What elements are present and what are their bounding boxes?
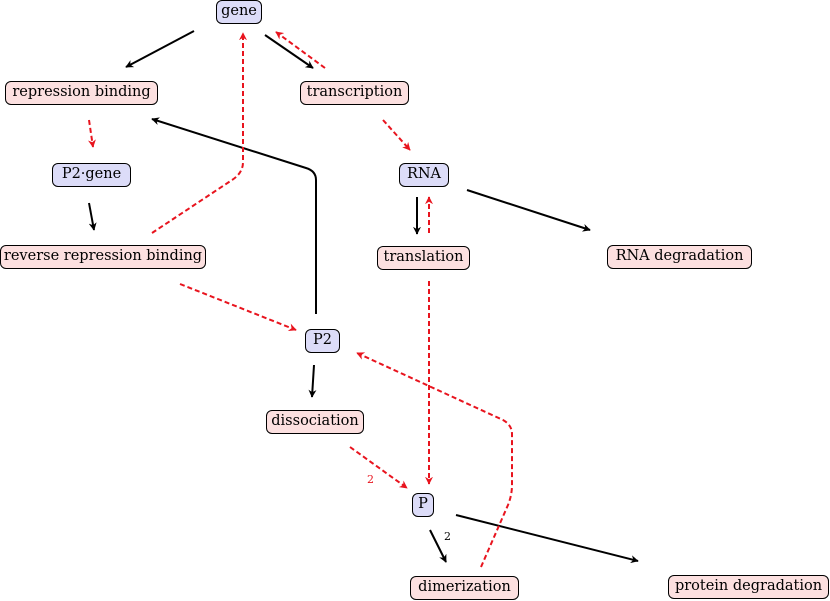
reaction-dissociation[interactable]: dissociation xyxy=(266,410,364,434)
edge-p-to-protein-degradation xyxy=(455,514,639,564)
consumption-edges xyxy=(88,30,639,564)
reaction-dimerization[interactable]: dimerization xyxy=(410,576,519,600)
species-rna[interactable]: RNA xyxy=(399,163,449,187)
edge-gene-to-transcription xyxy=(264,34,314,69)
edge-p2gene-to-reverse-repression-binding xyxy=(88,202,97,231)
edge-transcription-to-gene xyxy=(275,31,326,69)
reaction-repression-binding[interactable]: repression binding xyxy=(5,81,158,105)
edge-reverse-repression-binding-to-p2 xyxy=(179,283,297,332)
edge-dissociation-to-p xyxy=(349,446,408,489)
edge-dimerization-to-p2 xyxy=(356,352,513,568)
edge-reverse-repression-binding-to-gene xyxy=(151,32,247,234)
stoichiometry-label-p-to-dimerization: 2 xyxy=(444,530,451,543)
edge-p-to-dimerization xyxy=(429,529,447,563)
edge-p2-to-repression-binding xyxy=(151,117,317,314)
reaction-rna-degradation[interactable]: RNA degradation xyxy=(607,245,752,269)
species-p2[interactable]: P2 xyxy=(305,329,340,353)
edge-rna-to-rna-degradation xyxy=(466,189,591,232)
reaction-transcription[interactable]: transcription xyxy=(300,81,409,105)
edge-repression-binding-to-p2gene xyxy=(87,119,96,148)
stoichiometry-label-dissociation-to-p: 2 xyxy=(367,473,374,486)
production-edges xyxy=(87,31,513,568)
edge-gene-to-repression-binding xyxy=(125,30,195,68)
reaction-translation[interactable]: translation xyxy=(377,246,470,270)
reaction-protein-degradation[interactable]: protein degradation xyxy=(668,575,829,599)
species-gene[interactable]: gene xyxy=(216,0,262,24)
species-p2gene[interactable]: P2·gene xyxy=(52,163,131,187)
reaction-reverse-repression-binding[interactable]: reverse repression binding xyxy=(0,245,206,269)
species-p[interactable]: P xyxy=(412,493,434,517)
edge-p2-to-dissociation xyxy=(308,364,317,398)
edge-transcription-to-rna xyxy=(382,119,411,151)
